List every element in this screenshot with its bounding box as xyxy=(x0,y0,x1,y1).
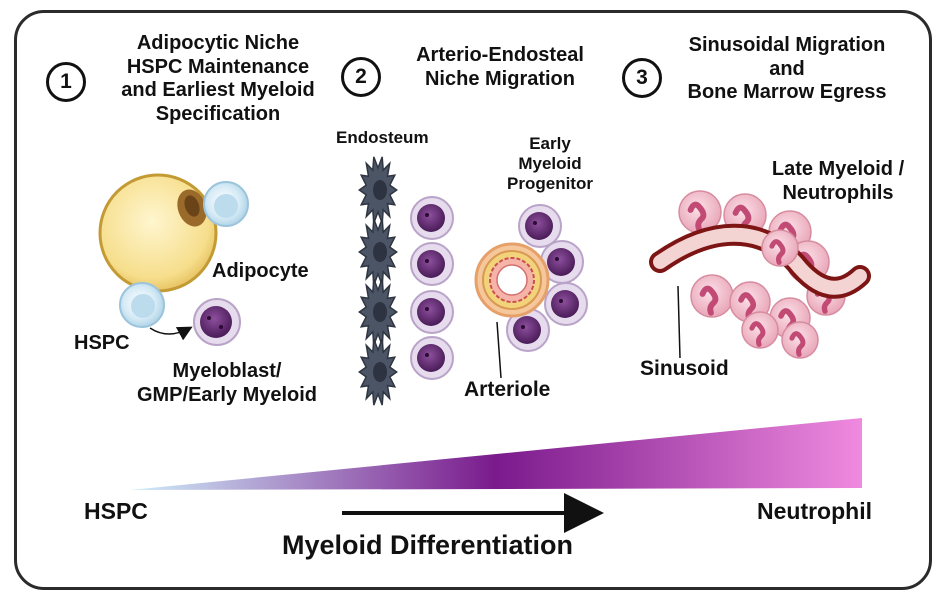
gradient-start-label: HSPC xyxy=(84,498,148,524)
neutrophil-cell xyxy=(741,311,779,349)
step-1-title-line: Adipocytic Niche xyxy=(136,32,300,54)
step-1-title: Adipocytic Niche HSPC Maintenance and Ea… xyxy=(88,32,348,126)
neutrophil-cell xyxy=(690,274,734,318)
hspc-cell-label: HSPC xyxy=(74,332,130,354)
step-1-number: 1 xyxy=(60,70,72,93)
neutrophil-cell xyxy=(781,321,819,359)
step-3-title-line: Bone Marrow Egress xyxy=(687,81,887,104)
early-myeloid-cell xyxy=(410,336,454,380)
endosteal-cell xyxy=(358,338,398,406)
step-2-circle: 2 xyxy=(341,57,381,97)
myeloblast-label-line: Myeloblast/ xyxy=(172,360,282,382)
neutrophil-cell xyxy=(761,229,799,267)
late-myeloid-label: Late Myeloid / Neutrophils xyxy=(748,158,928,205)
sinusoid-label: Sinusoid xyxy=(640,357,729,380)
step-1-title-line: HSPC Maintenance xyxy=(126,55,310,78)
adipocyte-cell xyxy=(98,173,218,293)
early-myeloid-cell xyxy=(410,290,454,334)
neutrophil-cells-front xyxy=(741,229,819,359)
step-2-title: Arterio-Endosteal Niche Migration xyxy=(385,44,615,91)
step-3-circle: 3 xyxy=(622,58,662,98)
differentiation-axis-title: Myeloid Differentiation xyxy=(282,530,574,560)
step-1-title-line: Specification xyxy=(155,102,281,125)
hspc-to-myeloblast-arrow xyxy=(149,326,193,341)
early-progenitor-label: Early Myeloid Progenitor xyxy=(500,134,600,194)
early-myeloid-cell xyxy=(410,196,454,240)
step-2-number: 2 xyxy=(355,65,367,88)
early-myeloid-cell xyxy=(506,308,550,352)
early-progenitor-label-line: Myeloid xyxy=(518,154,582,174)
arteriole-pointer-line xyxy=(496,321,502,379)
hspc-cell xyxy=(203,181,249,227)
step-1-circle: 1 xyxy=(46,62,86,102)
figure-frame xyxy=(14,10,932,590)
myeloblast-label-line: GMP/Early Myeloid xyxy=(136,383,318,406)
step-1-title-line: and Earliest Myeloid xyxy=(121,79,315,102)
step-3-title: Sinusoidal Migration and Bone Marrow Egr… xyxy=(662,34,912,105)
myeloblast-cell xyxy=(193,298,241,346)
endosteum-label: Endosteum xyxy=(336,128,429,147)
step-3-title-line: and xyxy=(769,57,805,80)
sinusoid-pointer-line xyxy=(677,285,681,359)
endosteal-cell xyxy=(358,278,398,346)
step-2-title-line: Arterio-Endosteal xyxy=(416,44,584,66)
adipocyte-label: Adipocyte xyxy=(212,260,309,282)
late-myeloid-label-line: Neutrophils xyxy=(782,181,894,204)
arteriole-label: Arteriole xyxy=(464,378,551,401)
myeloblast-label: Myeloblast/ GMP/Early Myeloid xyxy=(96,360,358,407)
sinusoid-vessel xyxy=(649,223,871,299)
endosteum-cells xyxy=(358,156,398,406)
early-myeloid-cell xyxy=(518,204,562,248)
early-myeloid-cell xyxy=(544,282,588,326)
endosteal-cell xyxy=(358,156,398,224)
arteriole-vessel xyxy=(474,242,550,318)
early-myeloid-cell xyxy=(410,242,454,286)
late-myeloid-label-line: Late Myeloid / xyxy=(771,158,905,180)
hspc-cell xyxy=(119,282,165,328)
gradient-end-label: Neutrophil xyxy=(757,498,872,524)
differentiation-gradient-wedge xyxy=(130,418,862,490)
early-progenitor-label-line: Early xyxy=(529,134,571,153)
early-progenitor-label-line: Progenitor xyxy=(507,174,593,194)
step-3-title-line: Sinusoidal Migration xyxy=(688,34,886,56)
early-myeloid-cells xyxy=(410,196,588,380)
step-2-title-line: Niche Migration xyxy=(424,67,575,90)
step-3-number: 3 xyxy=(636,66,648,89)
endosteal-cell xyxy=(358,218,398,286)
